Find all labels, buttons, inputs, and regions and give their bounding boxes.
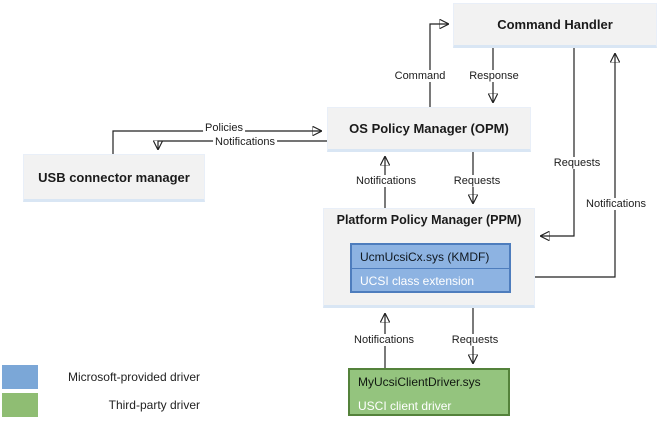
ucsi-client-driver-box: MyUcsiClientDriver.sys USCI client drive… [348,368,510,416]
edge-label-notifications-client-ppm: Notifications [352,334,416,346]
edge-policies [112,131,321,154]
edge-label-policies: Policies [203,122,245,134]
usb-connector-manager-label: USB connector manager [38,169,190,185]
edge-label-notifications-ppm-ch: Notifications [584,198,648,210]
ucsi-ext-filename: UcmUcsiCx.sys (KMDF) [352,245,509,269]
edge-label-notifications-opm-ucm: Notifications [213,136,277,148]
edge-label-command: Command [392,70,448,82]
client-driver-filename: MyUcsiClientDriver.sys [358,375,481,389]
edge-label-requests-ppm-client: Requests [449,334,501,346]
edge-command [429,24,448,107]
ucsi-ext-description: UCSI class extension [360,274,475,288]
edge-notifications-ppm-to-ch [535,54,615,278]
edge-label-requests-ch-ppm: Requests [551,157,603,169]
edge-label-response: Response [467,70,521,82]
client-driver-description: USCI client driver [358,399,452,413]
command-handler-box: Command Handler [453,3,657,48]
edge-label-requests-opm-ppm: Requests [451,175,503,187]
legend-swatch-thirdparty [2,393,38,417]
legend-label-thirdparty: Third-party driver [108,398,200,412]
edge-requests-ch-to-ppm [541,48,575,236]
edge-label-notifications-ppm-opm: Notifications [354,175,418,187]
ucsi-class-extension-box: UcmUcsiCx.sys (KMDF) UCSI class extensio… [350,243,511,293]
legend-label-microsoft: Microsoft-provided driver [67,370,200,384]
command-handler-label: Command Handler [497,17,613,32]
usb-connector-manager-box: USB connector manager [23,154,205,202]
ppm-label: Platform Policy Manager (PPM) [336,213,522,227]
opm-label: OS Policy Manager (OPM) [349,121,509,136]
legend-swatch-microsoft [2,365,38,389]
opm-box: OS Policy Manager (OPM) [327,107,531,152]
